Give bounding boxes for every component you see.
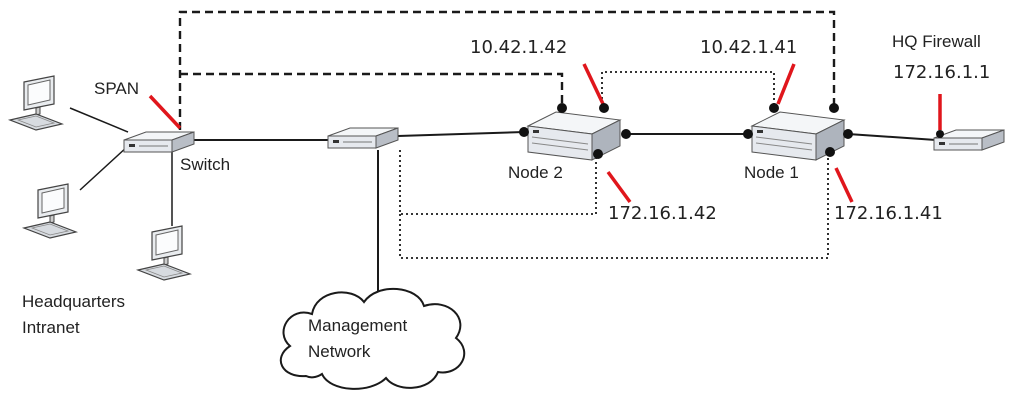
switch-icon: [123, 131, 195, 153]
backbone-links: [190, 131, 937, 320]
node1-data-ip: 172.16.1.41: [834, 203, 943, 224]
node1-mgmt-ip: 10.42.1.41: [700, 37, 797, 58]
span-links: [178, 10, 836, 130]
firewall-icon: [933, 129, 1005, 151]
port-dots: [519, 103, 944, 159]
management-links: [399, 71, 829, 259]
span-label: SPAN: [94, 79, 139, 98]
cloud-icon: [279, 288, 466, 390]
callout-lines: [148, 63, 942, 204]
intranet-label-line1: Headquarters: [22, 292, 125, 311]
firewall-ip: 172.16.1.1: [893, 62, 990, 83]
node1-label: Node 1: [744, 163, 799, 182]
management-label-line1: Management: [308, 316, 408, 335]
node2-data-ip: 172.16.1.42: [608, 203, 717, 224]
intranet-label-line2: Intranet: [22, 318, 80, 337]
switch-icon: [327, 127, 399, 149]
server-icon: [527, 111, 621, 161]
switch-label: Switch: [180, 155, 230, 174]
computer-icon: [137, 225, 191, 281]
intranet-links: [69, 107, 173, 226]
firewall-label: HQ Firewall: [892, 32, 981, 51]
computer-icon: [23, 183, 77, 239]
node2-mgmt-ip: 10.42.1.42: [470, 37, 567, 58]
node2-label: Node 2: [508, 163, 563, 182]
management-label-line2: Network: [308, 342, 371, 361]
computer-icon: [9, 75, 63, 131]
